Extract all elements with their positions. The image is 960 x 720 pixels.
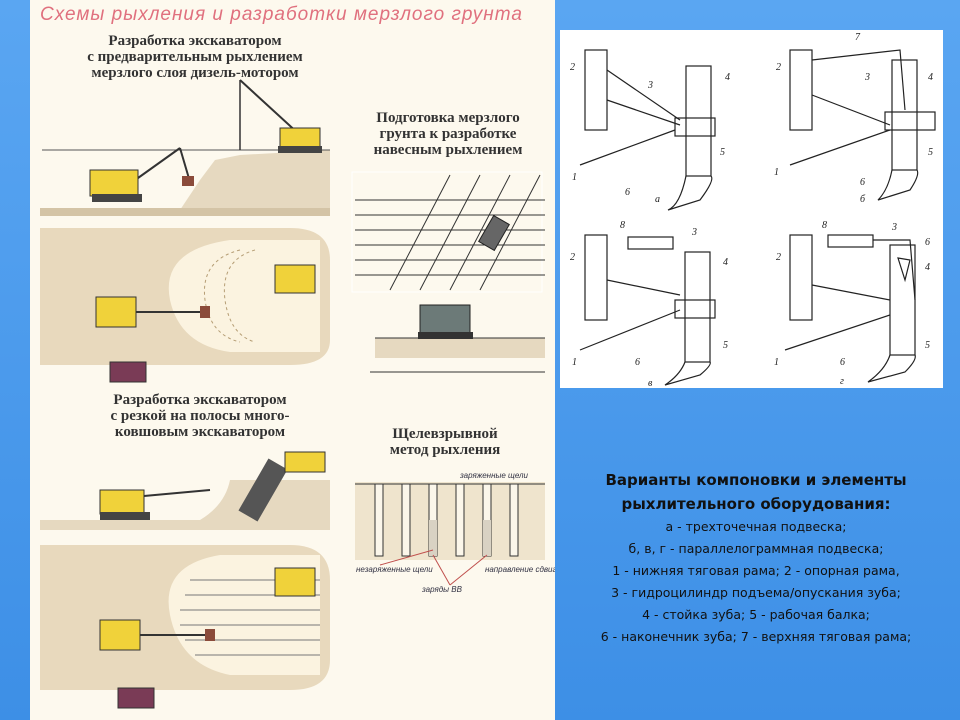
shift-direction-label: направление сдвига	[485, 565, 555, 574]
part-number-label: 6	[860, 177, 865, 188]
left-title: Схемы рыхления и разработки мерзлого гру…	[40, 4, 523, 25]
part-number-label: 6	[625, 187, 630, 198]
part-number-label: 2	[776, 62, 781, 73]
left-illustration-panel: Схемы рыхления и разработки мерзлого гру…	[30, 0, 555, 720]
part-number-label: 8	[620, 220, 625, 231]
caption-line: 1 - нижняя тяговая рама; 2 - опорная рам…	[612, 563, 900, 578]
part-number-label: 5	[928, 147, 933, 158]
charges-label: заряды ВВ	[421, 585, 463, 594]
caption-line: Подготовка мерзлого	[376, 110, 520, 126]
ripper-variant-b: 2 7 3 4 5 1 6 б	[774, 32, 936, 205]
caption-multibucket: Разработка экскаватором с резкой на поло…	[60, 392, 340, 440]
caption-line: Щелевзрывной	[392, 426, 498, 442]
scene-slot-blasting: заряженные щели незаряженные щели заряды…	[355, 471, 555, 594]
caption-line: ковшовым экскаватором	[114, 424, 286, 440]
part-number-label: 3	[864, 72, 870, 83]
part-number-label: 6	[925, 237, 930, 248]
part-number-label: 3	[691, 227, 697, 238]
scene-ripper-plan	[351, 171, 545, 293]
part-number-label: 6	[840, 357, 845, 368]
caption-line: а - трехточечная подвеска;	[665, 519, 847, 534]
part-number-label: 1	[572, 172, 577, 183]
caption-ripper-prep: Подготовка мерзлого грунта к разработке …	[348, 110, 548, 158]
part-number-label: 4	[725, 72, 730, 83]
caption-line: б, в, г - параллелограммная подвеска;	[628, 541, 884, 556]
panel-letter: б	[860, 194, 866, 205]
ripper-equipment-figure: 2 3 4 5 1 6 а 2 7 3 4 5 1 6 б	[560, 30, 943, 389]
caption-line: 4 - стойка зуба; 5 - рабочая балка;	[642, 607, 870, 622]
part-number-label: 5	[925, 340, 930, 351]
caption-excavator-diesel: Разработка экскаватором с предварительны…	[40, 33, 350, 81]
caption-line: Разработка экскаватором	[113, 392, 287, 408]
part-number-label: 8	[822, 220, 827, 231]
ripper-equipment-svg: 2 3 4 5 1 6 а 2 7 3 4 5 1 6 б	[570, 32, 936, 389]
panel-letter: в	[648, 378, 653, 388]
scene-multibucket-profile	[40, 451, 330, 530]
scene-diesel-profile	[40, 79, 330, 216]
ripper-variant-g: 8 2 3 6 4 5 1 6 г	[774, 220, 930, 387]
part-number-label: 5	[720, 147, 725, 158]
part-number-label: 7	[855, 32, 861, 43]
figure-caption: Варианты компоновки и элементы рыхлитель…	[556, 468, 956, 648]
part-number-label: 3	[647, 80, 653, 91]
panel-letter: а	[655, 194, 660, 205]
part-number-label: 2	[570, 62, 575, 73]
charged-slots-label: заряженные щели	[459, 471, 529, 480]
caption-line: с предварительным рыхлением	[87, 49, 303, 65]
part-number-label: 4	[928, 72, 933, 83]
scene-diesel-plan	[40, 228, 330, 383]
part-number-label: 1	[774, 357, 779, 368]
caption-line: с резкой на полосы много-	[110, 408, 290, 424]
part-number-label: 1	[774, 167, 779, 178]
part-number-label: 3	[891, 222, 897, 233]
caption-heading: Варианты компоновки и элементы рыхлитель…	[605, 471, 907, 513]
part-number-label: 5	[723, 340, 728, 351]
caption-slot-blasting: Щелевзрывной метод рыхления	[365, 426, 525, 458]
part-number-label: 4	[723, 257, 728, 268]
uncharged-slots-label: незаряженные щели	[356, 565, 433, 574]
caption-line: мерзлого слоя дизель-мотором	[91, 65, 299, 81]
part-number-label: 2	[570, 252, 575, 263]
panel-letter: г	[840, 376, 844, 387]
caption-line: 3 - гидроцилиндр подъема/опускания зуба;	[611, 585, 901, 600]
caption-line: навесным рыхлением	[373, 142, 523, 158]
scene-multibucket-plan	[40, 545, 330, 709]
scene-ripper-profile	[370, 304, 545, 373]
part-number-label: 1	[572, 357, 577, 368]
ripper-variant-v: 8 2 3 4 5 1 6 в	[570, 220, 728, 389]
part-number-label: 6	[635, 357, 640, 368]
part-number-label: 2	[776, 252, 781, 263]
caption-line: грунта к разработке	[379, 126, 517, 142]
part-number-label: 4	[925, 262, 930, 273]
left-diagrams-svg: заряженные щели незаряженные щели заряды…	[40, 79, 555, 709]
ripper-variant-a: 2 3 4 5 1 6 а	[570, 49, 730, 211]
caption-line: метод рыхления	[389, 442, 501, 458]
caption-line: Разработка экскаватором	[108, 33, 282, 49]
caption-line: 6 - наконечник зуба; 7 - верхняя тяговая…	[600, 629, 912, 644]
